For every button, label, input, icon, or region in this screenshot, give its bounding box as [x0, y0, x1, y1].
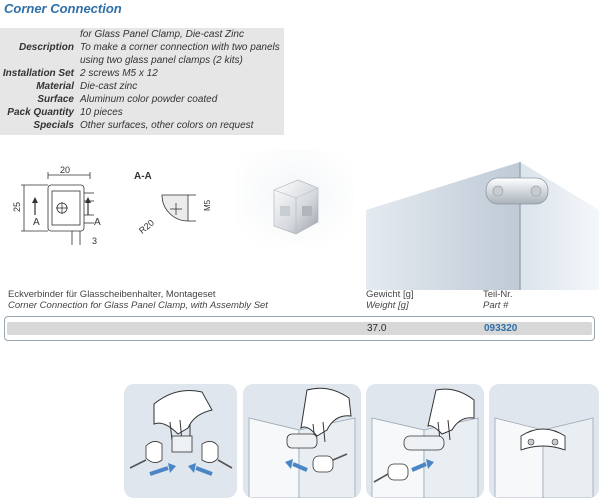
- desc-header-de: Eckverbinder für Glasscheibenhalter, Mon…: [8, 289, 216, 300]
- spec-value: using two glass panel clamps (2 kits): [80, 55, 243, 66]
- weight-header-de: Gewicht [g]: [366, 289, 414, 300]
- desc-header-en: Corner Connection for Glass Panel Clamp,…: [8, 300, 268, 311]
- assembly-step-4: [489, 384, 599, 498]
- spec-table: for Glass Panel Clamp, Die-cast Zinc Des…: [0, 28, 284, 135]
- section-mark-right: A: [94, 217, 101, 228]
- application-photo: [366, 150, 599, 290]
- assembly-step-3: [366, 384, 484, 498]
- spec-value: for Glass Panel Clamp, Die-cast Zinc: [80, 29, 244, 40]
- spec-value: 10 pieces: [80, 107, 123, 118]
- spec-row: Specials Other surfaces, other colors on…: [0, 119, 284, 132]
- spec-row: Description To make a corner connection …: [0, 41, 284, 54]
- weight-cell: 37.0: [367, 323, 387, 334]
- assembly-step-1-illustration: [129, 390, 233, 476]
- spec-value: Aluminum color powder coated: [80, 94, 218, 105]
- part-header-de: Teil-Nr.: [483, 289, 513, 300]
- spec-row: Material Die-cast zinc: [0, 80, 284, 93]
- spec-row: for Glass Panel Clamp, Die-cast Zinc: [0, 28, 284, 41]
- page-title: Corner Connection: [4, 1, 122, 16]
- section-view-drawing: A-A R20 M5: [134, 171, 212, 236]
- part-header-en: Part #: [483, 300, 509, 311]
- assembly-step-2: [243, 384, 361, 498]
- spec-label: Specials: [33, 120, 74, 131]
- arrow-icon: [426, 459, 434, 469]
- spec-value: 2 screws M5 x 12: [80, 68, 158, 79]
- dim-height-label: 25: [12, 202, 22, 212]
- assembly-step-1: [124, 384, 237, 498]
- arrow-icon: [285, 459, 293, 469]
- assembly-step-4-illustration: [494, 417, 594, 498]
- front-view-drawing: 20 25 A A 3: [12, 165, 101, 246]
- table-row[interactable]: 37.0 093320: [4, 316, 595, 341]
- arrow-icon: [188, 463, 196, 473]
- table-row-bar: 37.0 093320: [7, 322, 592, 335]
- section-mark-left: A: [33, 217, 40, 228]
- radius-label: R20: [137, 218, 156, 236]
- spec-label: Material: [36, 81, 74, 92]
- arrow-icon: [168, 463, 176, 473]
- spec-label: Description: [18, 42, 74, 53]
- assembly-step-3-illustration: [371, 388, 479, 498]
- spec-value: To make a corner connection with two pan…: [80, 42, 280, 53]
- spec-label: Surface: [37, 94, 74, 105]
- assembly-step-2-illustration: [248, 387, 356, 498]
- spec-value: Other surfaces, other colors on request: [80, 120, 254, 131]
- weight-header-en: Weight [g]: [366, 300, 409, 311]
- dim-width-label: 20: [60, 165, 70, 175]
- dim-offset-label: 3: [92, 236, 97, 246]
- product-photo: [236, 150, 354, 250]
- spec-label: Installation Set: [2, 68, 74, 79]
- spec-row: Installation Set 2 screws M5 x 12: [0, 67, 284, 80]
- section-title: A-A: [134, 171, 152, 182]
- spec-row: using two glass panel clamps (2 kits): [0, 54, 284, 67]
- thread-label: M5: [203, 199, 212, 211]
- spec-value: Die-cast zinc: [80, 81, 138, 92]
- part-number-cell[interactable]: 093320: [484, 323, 518, 334]
- spec-row: Pack Quantity 10 pieces: [0, 106, 284, 119]
- spec-label: Pack Quantity: [7, 107, 74, 118]
- spec-row: Surface Aluminum color powder coated: [0, 93, 284, 106]
